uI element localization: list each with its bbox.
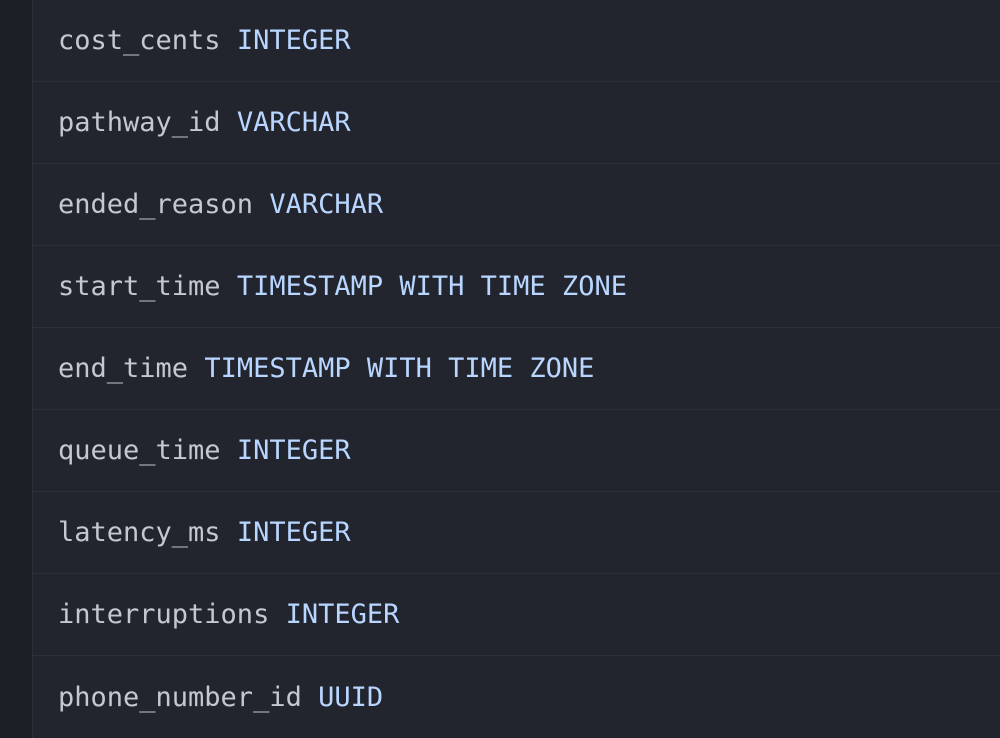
column-row[interactable]: queue_time INTEGER	[33, 410, 1000, 492]
column-type: INTEGER	[236, 517, 351, 548]
column-type: VARCHAR	[269, 189, 384, 220]
schema-column-list: cost_cents INTEGER pathway_id VARCHAR en…	[33, 0, 1000, 738]
column-type: VARCHAR	[236, 107, 351, 138]
column-row[interactable]: start_time TIMESTAMP WITH TIME ZONE	[33, 246, 1000, 328]
column-type: INTEGER	[236, 25, 351, 56]
column-row[interactable]: ended_reason VARCHAR	[33, 164, 1000, 246]
column-row[interactable]: latency_ms INTEGER	[33, 492, 1000, 574]
column-row[interactable]: end_time TIMESTAMP WITH TIME ZONE	[33, 328, 1000, 410]
column-name: ended_reason	[58, 189, 254, 220]
column-type: UUID	[318, 681, 384, 713]
column-row[interactable]: pathway_id VARCHAR	[33, 82, 1000, 164]
column-type: INTEGER	[236, 435, 351, 466]
column-name: cost_cents	[58, 25, 221, 56]
column-name: queue_time	[58, 435, 221, 466]
column-type: INTEGER	[285, 599, 400, 630]
column-row[interactable]: interruptions INTEGER	[33, 574, 1000, 656]
column-name: end_time	[58, 353, 189, 384]
left-gutter	[0, 0, 33, 738]
column-name: interruptions	[58, 599, 270, 630]
column-name: pathway_id	[58, 107, 221, 138]
column-type: TIMESTAMP WITH TIME ZONE	[204, 353, 595, 384]
column-name: phone_number_id	[58, 681, 302, 713]
column-row[interactable]: phone_number_id UUID	[33, 656, 1000, 738]
column-type: TIMESTAMP WITH TIME ZONE	[236, 271, 627, 302]
column-row[interactable]: cost_cents INTEGER	[33, 0, 1000, 82]
column-name: start_time	[58, 271, 221, 302]
column-name: latency_ms	[58, 517, 221, 548]
